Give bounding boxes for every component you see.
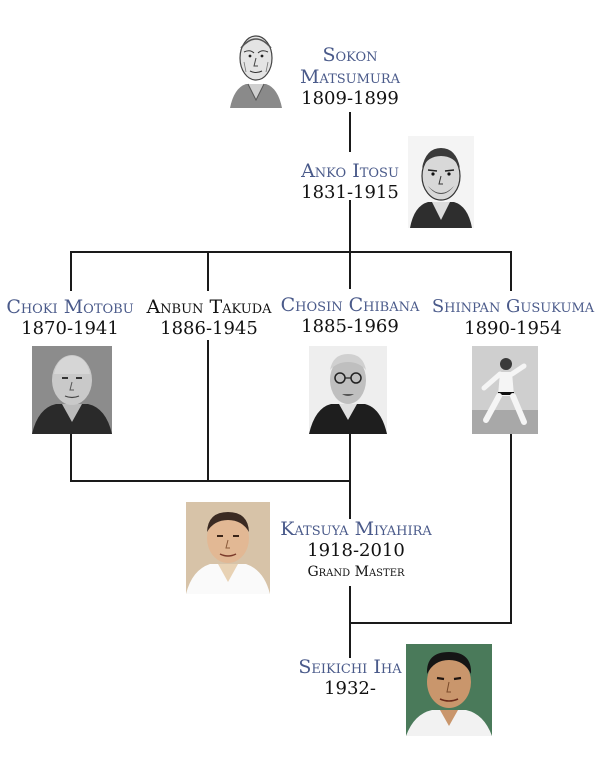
itosu-dates: 1831-1915 [301, 182, 399, 203]
color-portrait-icon [186, 502, 270, 594]
iha-portrait [406, 644, 492, 736]
connector-itosu-down [349, 200, 351, 252]
matsumura-portrait [226, 22, 286, 108]
gusukuma-dates: 1890-1954 [464, 318, 562, 339]
sketch-portrait-icon [226, 22, 286, 108]
person-matsumura: Sokon Matsumura 1809-1899 [290, 44, 410, 110]
person-chibana: Chosin Chibana 1885-1969 [280, 294, 420, 338]
motobu-dates: 1870-1941 [21, 318, 119, 339]
connector-to-chibana [349, 251, 351, 289]
iha-name: Seikichi Iha [298, 656, 402, 678]
matsumura-dates: 1809-1899 [301, 88, 399, 109]
matsumura-name: Sokon Matsumura [299, 44, 401, 88]
connector-motobu-down [70, 434, 72, 481]
connector-teachers-bar [70, 480, 351, 482]
bw-portrait-icon [309, 346, 387, 434]
connector-gusukuma-to-iha [349, 622, 512, 624]
miyahira-dates: 1918-2010 [307, 540, 405, 561]
gusukuma-photo [472, 346, 538, 434]
itosu-portrait [408, 136, 474, 228]
color-portrait-icon [406, 644, 492, 736]
connector-to-takuda [207, 251, 209, 291]
miyahira-name: Katsuya Miyahira [280, 518, 432, 540]
bw-portrait-icon [32, 346, 112, 434]
connector-to-motobu [70, 251, 72, 291]
itosu-name: Anko Itosu [301, 160, 399, 182]
chibana-dates: 1885-1969 [301, 316, 399, 337]
person-motobu: Choki Motobu 1870-1941 [0, 296, 140, 340]
person-miyahira: Katsuya Miyahira 1918-2010 Grand Master [280, 518, 432, 582]
connector-to-gusukuma [510, 251, 512, 291]
chibana-name: Chosin Chibana [280, 294, 420, 316]
connector-matsumura-itosu [349, 112, 351, 152]
motobu-name: Choki Motobu [6, 296, 134, 318]
connector-gusukuma-down [510, 434, 512, 623]
miyahira-title: Grand Master [307, 564, 405, 580]
person-takuda: Anbun Takuda 1886-1945 [142, 296, 276, 340]
motobu-portrait [32, 346, 112, 434]
karate-stance-icon [472, 346, 538, 434]
miyahira-portrait [186, 502, 270, 594]
chibana-portrait [309, 346, 387, 434]
sketch-portrait-icon [408, 136, 474, 228]
person-itosu: Anko Itosu 1831-1915 [292, 160, 408, 204]
person-gusukuma: Shinpan Gusukuma 1890-1954 [424, 296, 602, 340]
connector-takuda-down [207, 340, 209, 481]
takuda-name: Anbun Takuda [146, 296, 272, 318]
gusukuma-name: Shinpan Gusukuma [431, 296, 595, 317]
connector-generation-bar [70, 251, 512, 253]
iha-dates: 1932- [324, 678, 376, 699]
takuda-dates: 1886-1945 [160, 318, 258, 339]
person-iha: Seikichi Iha 1932- [296, 656, 404, 700]
connector-chibana-down [349, 434, 351, 519]
